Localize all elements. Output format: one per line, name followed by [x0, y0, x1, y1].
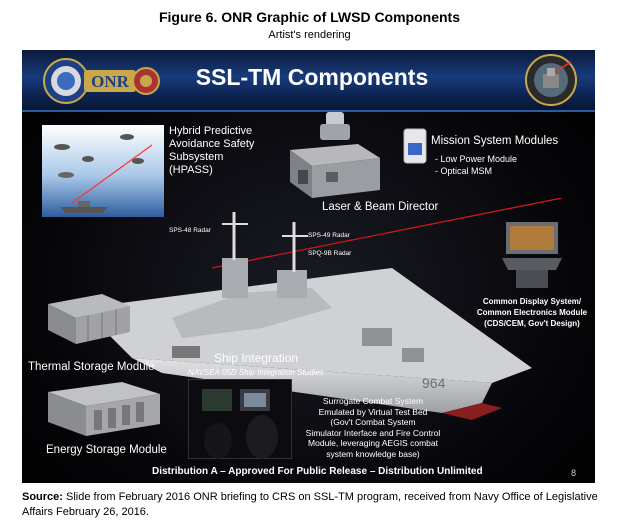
energy-storage-image	[48, 382, 160, 436]
slide: ONR SSL-TM Components Hybrid Predictive …	[22, 50, 595, 483]
hpass-label-line4: (HPASS)	[169, 164, 213, 176]
mission-module-image	[403, 128, 427, 164]
cds-label-line2: Common Electronics Module	[476, 308, 588, 317]
source-note: Source: Slide from February 2016 ONR bri…	[22, 490, 602, 520]
source-text: Slide from February 2016 ONR briefing to…	[22, 491, 598, 518]
surrogate-line5: Module, leveraging AEGIS combat	[308, 438, 438, 448]
mission-modules-title: Mission System Modules	[431, 135, 559, 147]
surrogate-line4: Simulator Interface and Fire Control	[305, 427, 441, 438]
surrogate-line2: Emulated by Virtual Test Bed	[318, 406, 428, 417]
sps-48-radar-label: SPS-48 Radar	[169, 227, 211, 234]
laser-beam-director-image	[290, 112, 380, 198]
figure-subtitle: Artist's rendering	[268, 29, 351, 41]
hpass-inset-image	[42, 125, 164, 217]
spq-9b-radar-label: SPQ-9B Radar	[308, 250, 352, 257]
slide-page-number: 8	[571, 468, 577, 478]
surrogate-line1: Surrogate Combat System	[322, 396, 424, 406]
mission-modules-item1: - Low Power Module	[435, 154, 518, 164]
source-label: Source:	[22, 491, 63, 503]
distribution-statement: Distribution A – Approved For Public Rel…	[152, 466, 483, 477]
cds-console-image	[502, 222, 562, 288]
virtual-test-bed-image	[188, 379, 292, 459]
hull-number: 964	[422, 375, 446, 391]
surrogate-line6: system knowledge base)	[326, 448, 420, 459]
onr-logo: ONR	[43, 58, 160, 104]
energy-storage-label: Energy Storage Module	[46, 444, 167, 456]
surrogate-line3: (Gov't Combat System	[330, 417, 416, 427]
hpass-label-line3: Subsystem	[169, 151, 224, 163]
ship-image: 964	[82, 198, 562, 420]
onr-logo-text: ONR	[91, 72, 130, 91]
thermal-storage-image	[48, 294, 130, 344]
hpass-label-line2: Avoidance Safety	[169, 138, 255, 150]
figure-title: Figure 6. ONR Graphic of LWSD Components	[158, 9, 460, 25]
solid-state-lasers-logo	[525, 54, 577, 106]
laser-beam-director-label: Laser & Beam Director	[322, 201, 439, 213]
cds-label-line3: (CDS/CEM, Gov't Design)	[484, 319, 580, 328]
mission-modules-item2: - Optical MSM	[435, 166, 493, 176]
cds-label-line1: Common Display System/	[482, 297, 582, 306]
thermal-storage-label: Thermal Storage Module	[28, 361, 155, 373]
slide-title: SSL-TM Components	[195, 64, 429, 90]
ship-integration-title: Ship Integration	[214, 351, 299, 365]
sps-49-radar-label: SPS-49 Radar	[308, 232, 350, 239]
hpass-label-line1: Hybrid Predictive	[169, 125, 253, 137]
ship-integration-subtitle: NAVSEA 05D Ship Integration Studies	[188, 368, 324, 377]
